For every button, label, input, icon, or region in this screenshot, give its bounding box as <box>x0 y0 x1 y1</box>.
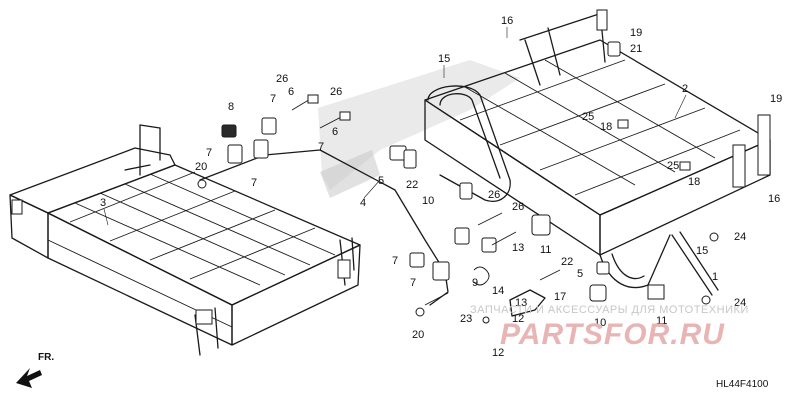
callout-6: 6 <box>288 86 294 98</box>
callout-1: 1 <box>712 271 718 283</box>
halftone-band <box>318 60 520 198</box>
callout-labels: 16 19 21 15 2 26 26 7 6 8 6 19 25 18 7 7… <box>100 15 782 359</box>
callout-24: 24 <box>734 231 746 243</box>
callout-16: 16 <box>768 193 780 205</box>
callout-17: 17 <box>554 291 566 303</box>
callout-3: 3 <box>100 197 106 209</box>
callout-25: 25 <box>667 160 679 172</box>
callout-7: 7 <box>270 93 276 105</box>
callout-26: 26 <box>512 201 524 213</box>
callout-22: 22 <box>561 256 573 268</box>
callout-2: 2 <box>682 83 688 95</box>
callout-10: 10 <box>594 317 606 329</box>
callout-26: 26 <box>330 86 342 98</box>
front-direction-arrow-icon <box>16 368 42 388</box>
callout-20: 20 <box>195 161 207 173</box>
callout-24: 24 <box>734 297 746 309</box>
direction-label: FR. <box>38 352 55 363</box>
watermark-tagline: ЗАПЧАСТИ И АКСЕССУАРЫ ДЛЯ МОТОТЕХНИКИ <box>470 304 749 316</box>
callout-12: 12 <box>492 347 504 359</box>
callout-9: 9 <box>472 277 478 289</box>
callout-26: 26 <box>276 73 288 85</box>
callout-16: 16 <box>501 15 513 27</box>
callout-8: 8 <box>228 101 234 113</box>
callout-7: 7 <box>206 147 212 159</box>
callout-15: 15 <box>438 53 450 65</box>
callout-23: 23 <box>460 313 472 325</box>
callout-19: 19 <box>770 93 782 105</box>
callout-7: 7 <box>392 255 398 267</box>
callout-18: 18 <box>688 176 700 188</box>
center-brackets <box>197 41 719 324</box>
main-frame-assembly <box>424 9 771 300</box>
callout-19: 19 <box>630 27 642 39</box>
callout-7: 7 <box>251 177 257 189</box>
callout-7: 7 <box>318 141 324 153</box>
diagram-reference-code: HL44F4100 <box>716 379 769 390</box>
callout-22: 22 <box>406 179 418 191</box>
callout-18: 18 <box>600 121 612 133</box>
callout-13: 13 <box>512 242 524 254</box>
callout-11: 11 <box>656 315 667 327</box>
callout-12: 12 <box>512 313 524 325</box>
callout-11: 11 <box>540 244 551 256</box>
callout-5: 5 <box>378 175 384 187</box>
callout-5: 5 <box>577 268 583 280</box>
callout-25: 25 <box>582 111 594 123</box>
callout-6: 6 <box>332 126 338 138</box>
callout-7: 7 <box>410 277 416 289</box>
watermark-logo: PARTSFOR.RU <box>500 318 725 351</box>
callout-26: 26 <box>488 189 500 201</box>
lower-frame-assembly <box>9 124 361 356</box>
callout-20: 20 <box>412 329 424 341</box>
callout-14: 14 <box>492 285 504 297</box>
callout-21: 21 <box>630 43 642 55</box>
callout-15: 15 <box>696 245 708 257</box>
callout-13: 13 <box>515 297 527 309</box>
callout-4: 4 <box>360 197 366 209</box>
callout-10: 10 <box>422 195 434 207</box>
